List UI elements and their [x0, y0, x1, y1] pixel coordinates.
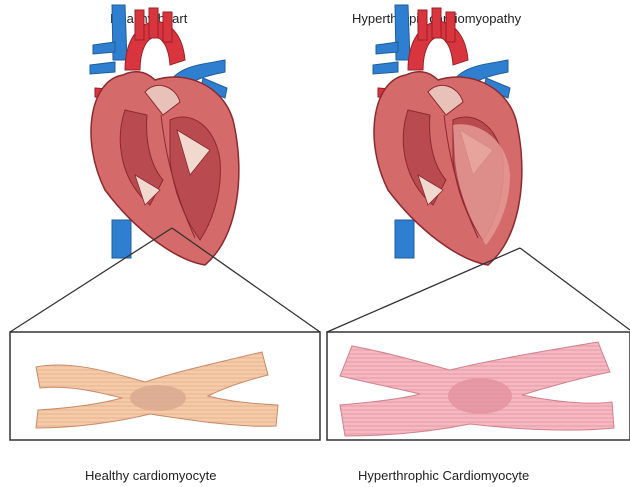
zoom-line-right-b	[520, 248, 630, 330]
healthy-cardiomyocyte	[36, 352, 278, 428]
zoom-line-right-a	[327, 248, 520, 332]
healthy-nucleus	[130, 385, 186, 411]
zoom-line-left-b	[172, 228, 320, 332]
healthy-heart-illustration	[90, 5, 239, 265]
hcm-heart-illustration	[373, 5, 522, 265]
healthy-cell-caption: Healthy cardiomyocyte	[85, 468, 217, 483]
hcm-cell-caption: Hyperthrophic Cardiomyocyte	[358, 468, 529, 483]
zoom-line-left-a	[10, 228, 172, 332]
hcm-cardiomyocyte	[340, 342, 614, 436]
hcm-nucleus	[448, 378, 512, 414]
